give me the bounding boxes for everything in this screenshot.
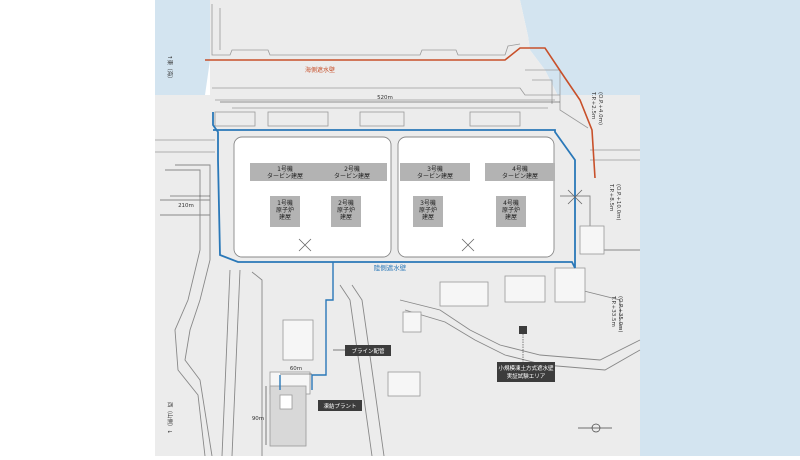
height-tp25: T.P.+2.5m: [590, 91, 596, 119]
port-structures: [155, 4, 640, 161]
test-area-label-1: 小規模凍土方式遮水壁: [498, 364, 554, 372]
reactor-label: 建屋: [422, 213, 434, 221]
reactor-label: 4号機: [503, 199, 519, 207]
reactor-label: 2号機: [338, 199, 354, 207]
height-op40: (O.P.+4.0m): [597, 92, 603, 125]
reactor-label: 3号機: [420, 199, 436, 207]
ancillary-buildings: [269, 225, 605, 447]
dimension-60m: 60m: [290, 366, 302, 372]
height-op100: (O.P.+10.0m): [615, 184, 621, 221]
freezer-plant-callout: 凍結プラント: [318, 400, 362, 411]
reactor-label: 1号機: [277, 199, 293, 207]
turbine-name-label: タービン建屋: [417, 172, 453, 180]
land-wall-label: 陸側遮水壁: [374, 263, 407, 272]
land-area-north: [210, 0, 596, 150]
reactor-label: 原子炉: [502, 206, 520, 214]
height-tp85: T.P.+8.5m: [608, 183, 614, 211]
dimension-90m: 90m: [252, 416, 264, 422]
test-area-callout: 小規模凍土方式遮水壁 実証試験エリア: [497, 326, 555, 382]
turbine-unit-label: 1号機: [277, 165, 293, 173]
dimension-520m: 520m: [377, 95, 393, 101]
reactor-label: 原子炉: [337, 206, 355, 214]
turbine-unit-label: 3号機: [427, 165, 443, 173]
direction-east: ↑東（海）: [166, 55, 174, 82]
reactor-label: 建屋: [279, 213, 291, 221]
turbine-unit-label: 4号機: [512, 165, 528, 173]
test-area-label-2: 実証試験エリア: [507, 372, 546, 380]
land-side-wall: [212, 112, 576, 269]
height-op350: (O.P.+35.0m): [617, 296, 623, 333]
sea-side-wall: [205, 47, 596, 179]
brine-pipe-label: ブライン配管: [351, 347, 385, 355]
turbine-unit-label: 2号機: [344, 165, 360, 173]
dimension-210m: 210m: [178, 203, 194, 209]
sea-wall-label: 海側遮水壁: [305, 66, 335, 74]
direction-west: 西（山側）↓: [166, 402, 174, 434]
dimension-lines: [170, 101, 560, 445]
turbine-name-label: タービン建屋: [502, 172, 538, 180]
freezer-plant-label: 凍結プラント: [323, 402, 356, 410]
reactor-label: 原子炉: [419, 206, 437, 214]
brine-pipe-route: [311, 262, 334, 390]
height-tp335: T.P.+33.5m: [610, 295, 616, 327]
turbine-name-label: タービン建屋: [267, 172, 303, 180]
reactor-label: 原子炉: [276, 206, 294, 214]
brine-pipe-callout: ブライン配管: [333, 345, 391, 356]
reactor-label: 建屋: [505, 213, 517, 221]
turbine-name-label: タービン建屋: [334, 172, 370, 180]
roads: [160, 164, 641, 457]
reactor-label: 建屋: [340, 213, 352, 221]
helipad-markers: [298, 189, 583, 252]
compass-icon: [578, 423, 612, 433]
